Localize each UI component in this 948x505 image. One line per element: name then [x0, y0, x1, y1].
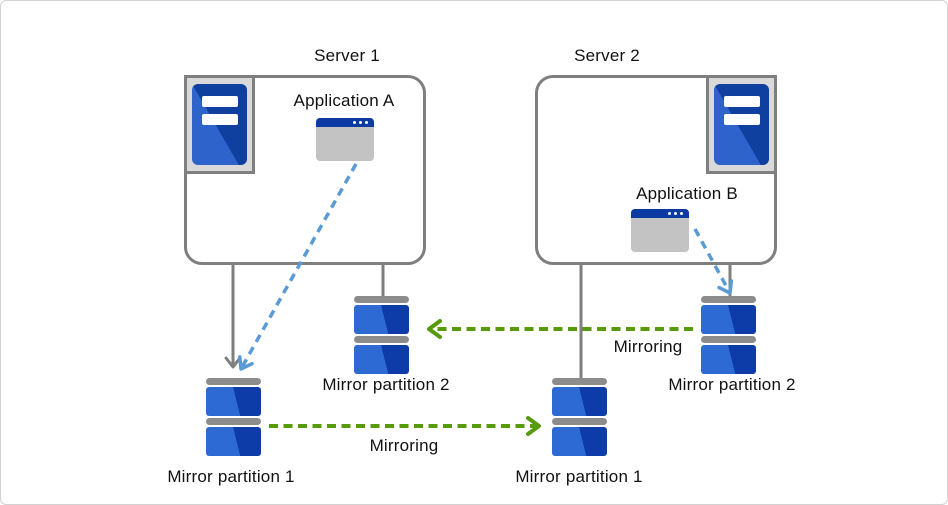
server-slot-icon	[724, 114, 760, 125]
mirroring-bottom-label: Mirroring	[369, 436, 439, 455]
window-dots-icon	[680, 212, 683, 215]
partition-drum	[552, 427, 607, 456]
server2-icon-tray	[706, 75, 777, 174]
partition-cap	[552, 418, 607, 425]
partition-drum	[701, 305, 756, 334]
partition-drum	[701, 345, 756, 374]
application-b-window-icon	[631, 209, 689, 252]
application-b-label: Application B	[636, 184, 738, 203]
server-tower-icon	[192, 84, 247, 165]
partition-cap	[354, 336, 409, 343]
partition-cap	[206, 418, 261, 425]
application-a-label: Application A	[293, 91, 395, 110]
partition-cap	[206, 378, 261, 385]
server1-label: Server 1	[314, 46, 380, 65]
server1-mirror-partition-1-label: Mirror partition 1	[167, 467, 295, 486]
server1-mirror-partition-2-label: Mirror partition 2	[322, 375, 450, 394]
partition-drum	[354, 345, 409, 374]
server-slot-icon	[724, 96, 760, 107]
partition-cap	[701, 336, 756, 343]
server2-mirror-partition-2-label: Mirror partition 2	[668, 375, 796, 394]
application-a-window-icon	[316, 118, 374, 161]
partition-drum	[206, 427, 261, 456]
mirroring-top-label: Mirroring	[613, 337, 683, 356]
partition-cap	[354, 296, 409, 303]
server2-label: Server 2	[574, 46, 640, 65]
server2-mirror-partition-1-icon	[552, 378, 607, 456]
server1-icon-tray	[184, 75, 255, 174]
partition-drum	[552, 387, 607, 416]
server2-mirror-partition-1-label: Mirror partition 1	[515, 467, 643, 486]
server1-mirror-partition-1-icon	[206, 378, 261, 456]
window-dots-icon	[365, 121, 368, 124]
partition-cap	[701, 296, 756, 303]
partition-cap	[552, 378, 607, 385]
window-titlebar-icon	[316, 118, 374, 127]
server-slot-icon	[202, 114, 238, 125]
server-slot-icon	[202, 96, 238, 107]
window-titlebar-icon	[631, 209, 689, 218]
partition-drum	[206, 387, 261, 416]
server2-mirror-partition-2-icon	[701, 296, 756, 374]
partition-drum	[354, 305, 409, 334]
server-tower-icon	[714, 84, 769, 165]
server1-mirror-partition-2-icon	[354, 296, 409, 374]
